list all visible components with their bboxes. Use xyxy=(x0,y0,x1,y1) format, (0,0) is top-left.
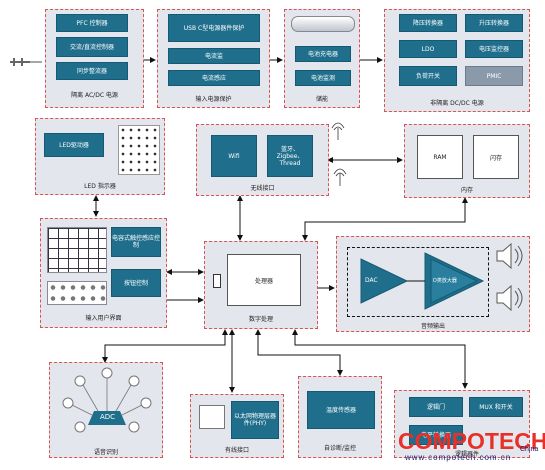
ethernet-port-icon xyxy=(199,405,225,429)
compotech-url: www.compotech.com.cn xyxy=(405,453,512,462)
block-caption: 内存 xyxy=(460,187,473,194)
pmic: PMIC xyxy=(465,66,523,86)
class-d-amplifier: D类放大器 xyxy=(433,278,457,284)
speaker-icon xyxy=(496,242,523,312)
acdc-controller: 交流/直流控制器 xyxy=(56,37,128,57)
logic-gate: 逻辑门 xyxy=(409,397,463,417)
led-indicator-block: LED驱动器 LED 指示器 xyxy=(35,118,165,195)
block-caption: 音频输出 xyxy=(420,323,445,330)
load-switch: 负荷开关 xyxy=(399,66,457,86)
ethernet-phy: 以太网物理层器件(PHY) xyxy=(231,401,279,439)
block-caption: 储能 xyxy=(315,96,328,103)
block-caption: 自诊断/监控 xyxy=(323,445,357,452)
user-input-block: 电容式触控感应控制 按钮控制 输入用户界面 xyxy=(40,218,167,328)
current-monitor: 电流监 xyxy=(168,48,260,64)
block-caption: 输入用户界面 xyxy=(85,315,122,322)
block-caption: 输入电源保护 xyxy=(195,96,232,103)
battery-icon xyxy=(291,16,355,32)
sensing-block: ADC 语音识别 xyxy=(49,362,163,458)
compotech-region: China xyxy=(520,446,539,453)
battery-monitor: 电池监测 xyxy=(295,70,351,86)
sync-rectifier: 同步整流器 xyxy=(56,62,128,80)
bluetooth-zigbee-thread: 蓝牙、Zigbee、Thread xyxy=(267,135,313,177)
self-diagnosis-block: 温度传感器 自诊断/监控 xyxy=(298,376,382,458)
wireless-interface-block: Wifi 蓝牙、Zigbee、Thread 无线接口 xyxy=(196,124,329,196)
adc: ADC xyxy=(100,413,116,421)
battery-charger: 电池充电器 xyxy=(295,46,351,62)
buck-converter: 降压转换器 xyxy=(399,14,457,32)
energy-storage-block: 电池充电器 电池监测 储能 xyxy=(284,9,360,108)
keypad-icon xyxy=(47,281,107,305)
mux-switch: MUX 和开关 xyxy=(469,397,523,417)
touch-grid-icon xyxy=(47,227,107,273)
block-caption: 非隔离 DC/DC 电源 xyxy=(430,100,484,107)
input-protection-block: USB C型电源器件保护 电流监 电流感应 输入电源保护 xyxy=(157,9,270,108)
block-caption: 语音识别 xyxy=(93,449,118,456)
boost-converter: 升压转换器 xyxy=(465,14,523,32)
ldo: LDO xyxy=(399,40,457,58)
temperature-sensor: 温度传感器 xyxy=(307,391,375,429)
crystal-icon xyxy=(213,274,221,288)
digital-processing-block: 处理器 数字处理 xyxy=(204,241,318,329)
usbc-protection: USB C型电源器件保护 xyxy=(168,14,260,42)
audio-path xyxy=(360,252,485,310)
microphone-array-icon xyxy=(62,367,152,433)
capacitive-touch-controller: 电容式触控感应控制 xyxy=(111,227,161,257)
processor: 处理器 xyxy=(227,254,301,306)
dac: DAC xyxy=(365,277,378,284)
pfc-controller: PFC 控制器 xyxy=(56,14,128,32)
block-caption: 有线接口 xyxy=(224,447,249,454)
block-caption: 无线接口 xyxy=(250,185,275,192)
current-sense: 电流感应 xyxy=(168,70,260,86)
audio-output-block: DAC D类放大器 音频输出 xyxy=(336,236,530,332)
block-caption: 数字处理 xyxy=(248,316,273,323)
compotech-watermark: COMPOTECH xyxy=(398,428,545,454)
block-caption: LED 指示器 xyxy=(84,183,116,190)
voltage-supervisor: 电压监控器 xyxy=(465,40,523,58)
logic-block: 逻辑门 MUX 和开关 电平转换器 逻辑器件 xyxy=(394,390,530,458)
wired-interface-block: 以太网物理层器件(PHY) 有线接口 xyxy=(190,394,284,458)
nonisolated-dcdc-block: 降压转换器 升压转换器 LDO 电压监控器 负荷开关 PMIC 非隔离 DC/D… xyxy=(384,9,530,112)
memory-block: RAM 闪存 内存 xyxy=(404,124,530,198)
isolated-acdc-block: PFC 控制器 交流/直流控制器 同步整流器 隔离 AC/DC 电源 xyxy=(45,9,144,108)
level-shifter: 电平转换器 xyxy=(409,425,463,445)
antenna-icon xyxy=(331,122,347,186)
ram: RAM xyxy=(417,135,463,179)
flash-memory: 闪存 xyxy=(473,135,519,179)
block-caption: 逻辑器件 xyxy=(455,451,480,458)
led-matrix-icon xyxy=(118,125,160,175)
wifi-module: Wifi xyxy=(211,135,257,177)
led-driver: LED驱动器 xyxy=(44,133,104,157)
block-caption: 隔离 AC/DC 电源 xyxy=(71,92,118,99)
button-controller: 按钮控制 xyxy=(111,269,161,297)
